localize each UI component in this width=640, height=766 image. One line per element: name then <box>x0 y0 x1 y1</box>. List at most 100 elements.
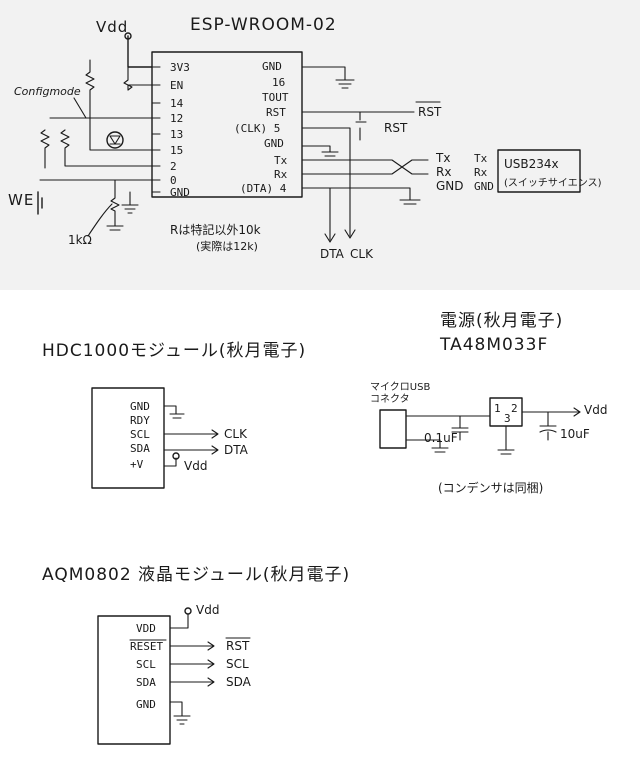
hdc-dta: DTA <box>224 443 249 457</box>
aqm-section: AQM0802 液晶モジュール(秋月電子) VDD RESET SCL SDA … <box>42 565 350 745</box>
usb-serial-box <box>497 149 581 193</box>
esp-chip-title: ESP-WROOM-02 <box>190 15 337 35</box>
usb-rx-label: Rx <box>474 166 488 179</box>
reg-pin-3: 3 <box>504 412 511 425</box>
esp-pin-gnd-r2: GND <box>264 137 284 150</box>
cap-10uf <box>539 411 557 441</box>
esp-pin-gnd: GND <box>170 186 190 199</box>
esp-pin-tx: Tx <box>274 154 288 167</box>
resistor-left-2 <box>60 129 153 167</box>
hdc-section: HDC1000モジュール(秋月電子) GND RDY SCL SDA +V CL… <box>42 341 306 489</box>
esp-pin-2: 2 <box>170 160 177 173</box>
we-switch <box>37 191 43 215</box>
aqm-scl-arrow <box>169 659 215 669</box>
esp-pin-12: 12 <box>170 112 183 125</box>
rst-switch <box>355 111 367 141</box>
gnd-right-bottom <box>301 187 421 205</box>
esp-pin-15: 15 <box>170 144 183 157</box>
usb-name: USB234x <box>504 157 559 171</box>
cap-0-1uf <box>451 415 469 441</box>
usb-tx-label: Tx <box>474 152 488 165</box>
esp-pin-rx: Rx <box>274 168 288 181</box>
aqm-pin-scl: SCL <box>136 658 156 671</box>
aqm-pin-sda: SDA <box>136 676 156 689</box>
cap-1-label: 0.1uF <box>424 431 458 445</box>
aqm-vdd-wire <box>169 613 189 629</box>
esp-left-stubs <box>151 66 161 193</box>
aqm-title: AQM0802 液晶モジュール(秋月電子) <box>42 565 350 585</box>
esp-pin-0: 0 <box>170 174 177 187</box>
dta-label: DTA <box>320 247 345 261</box>
esp-section: Vdd ESP-WROOM-02 3V3 EN 14 12 13 15 2 0 … <box>0 0 640 290</box>
cap-2-label: 10uF <box>560 427 590 441</box>
esp-pin-en: EN <box>170 79 183 92</box>
clk-label: CLK <box>350 247 374 261</box>
tx-rx-cross <box>301 159 429 175</box>
hdc-vdd: Vdd <box>184 459 207 473</box>
hdc-pin-rdy: RDY <box>130 414 150 427</box>
hdc-pin-sda: SDA <box>130 442 150 455</box>
hdc-dta-arrow <box>163 445 219 455</box>
gnd-symbol-esp <box>121 191 139 214</box>
esp-pin-3v3: 3V3 <box>170 61 190 74</box>
rst-out-label: RST <box>418 105 442 119</box>
usb-maker: (スイッチサイエンス) <box>504 177 602 189</box>
hdc-gnd <box>163 405 185 419</box>
gnd-label: GND <box>436 179 464 193</box>
reg-pin-2: 2 <box>511 402 518 415</box>
aqm-gnd <box>169 701 191 725</box>
esp-pin-14: 14 <box>170 97 184 110</box>
hdc-title: HDC1000モジュール(秋月電子) <box>42 341 306 361</box>
resistor-left-1 <box>40 129 50 169</box>
gnd-right-mid <box>301 145 339 157</box>
rx-label: Rx <box>436 165 451 179</box>
power-vdd-arrow <box>573 407 581 417</box>
usb-connector-symbol <box>379 409 407 449</box>
aqm-rst: RST <box>226 639 250 653</box>
esp-chip-body <box>151 51 303 198</box>
aqm-pin-reset: RESET <box>130 640 163 653</box>
hdc-clk: CLK <box>224 427 248 441</box>
esp-right-pins: GND 16 TOUT RST (CLK) 5 GND Tx Rx (DTA) … <box>234 60 289 195</box>
resistor-note-2: (実際は12k) <box>196 239 258 253</box>
gnd-symbol-1k <box>106 219 124 231</box>
config-mode-arrow <box>73 97 87 119</box>
gnd-right-top <box>301 66 355 89</box>
resistor-1k-pointer <box>87 203 113 237</box>
hdc-module-body <box>91 387 165 489</box>
power-part: TA48M033F <box>439 335 548 355</box>
tx-label: Tx <box>435 151 450 165</box>
regulator-wires <box>497 411 581 455</box>
resistor-1k-label: 1kΩ <box>68 233 92 247</box>
config-mode-label: Configmode <box>14 85 81 98</box>
clk-dta-arrows <box>324 229 356 243</box>
esp-vdd-label: Vdd <box>96 18 128 36</box>
aqm-vdd-terminal <box>184 607 192 615</box>
esp-pin-16: 16 <box>272 76 285 89</box>
aqm-pin-vdd: VDD <box>136 622 156 635</box>
resistor-1k <box>110 179 120 221</box>
esp-pin-4: (DTA) 4 <box>240 182 287 195</box>
resistor-pullup-15 <box>85 59 153 151</box>
hdc-vdd-terminal <box>172 452 180 460</box>
power-vdd: Vdd <box>584 403 607 417</box>
clk-dta-lines <box>301 127 351 241</box>
esp-pin-tout: TOUT <box>262 91 289 104</box>
resistor-note: Rは特記以外10k <box>170 222 261 237</box>
aqm-scl: SCL <box>226 657 249 671</box>
power-wires <box>405 415 491 453</box>
led-symbol <box>106 131 124 149</box>
aqm-pin-gnd: GND <box>136 698 156 711</box>
power-note: (コンデンサは同梱) <box>438 480 543 495</box>
power-connector: マイクロUSB <box>370 381 430 393</box>
power-title: 電源(秋月電子) <box>440 311 563 331</box>
esp-left-pins: 3V3 EN 14 12 13 15 2 0 GND <box>170 61 190 199</box>
rst-switch-label: RST <box>384 121 408 135</box>
power-section: 電源(秋月電子) TA48M033F マイクロUSB コネクタ 1 2 3 0.… <box>370 311 607 495</box>
resistor-en <box>123 66 153 91</box>
aqm-sda-arrow <box>169 677 215 687</box>
hdc-clk-arrow <box>163 429 219 439</box>
aqm-sda: SDA <box>226 675 252 689</box>
